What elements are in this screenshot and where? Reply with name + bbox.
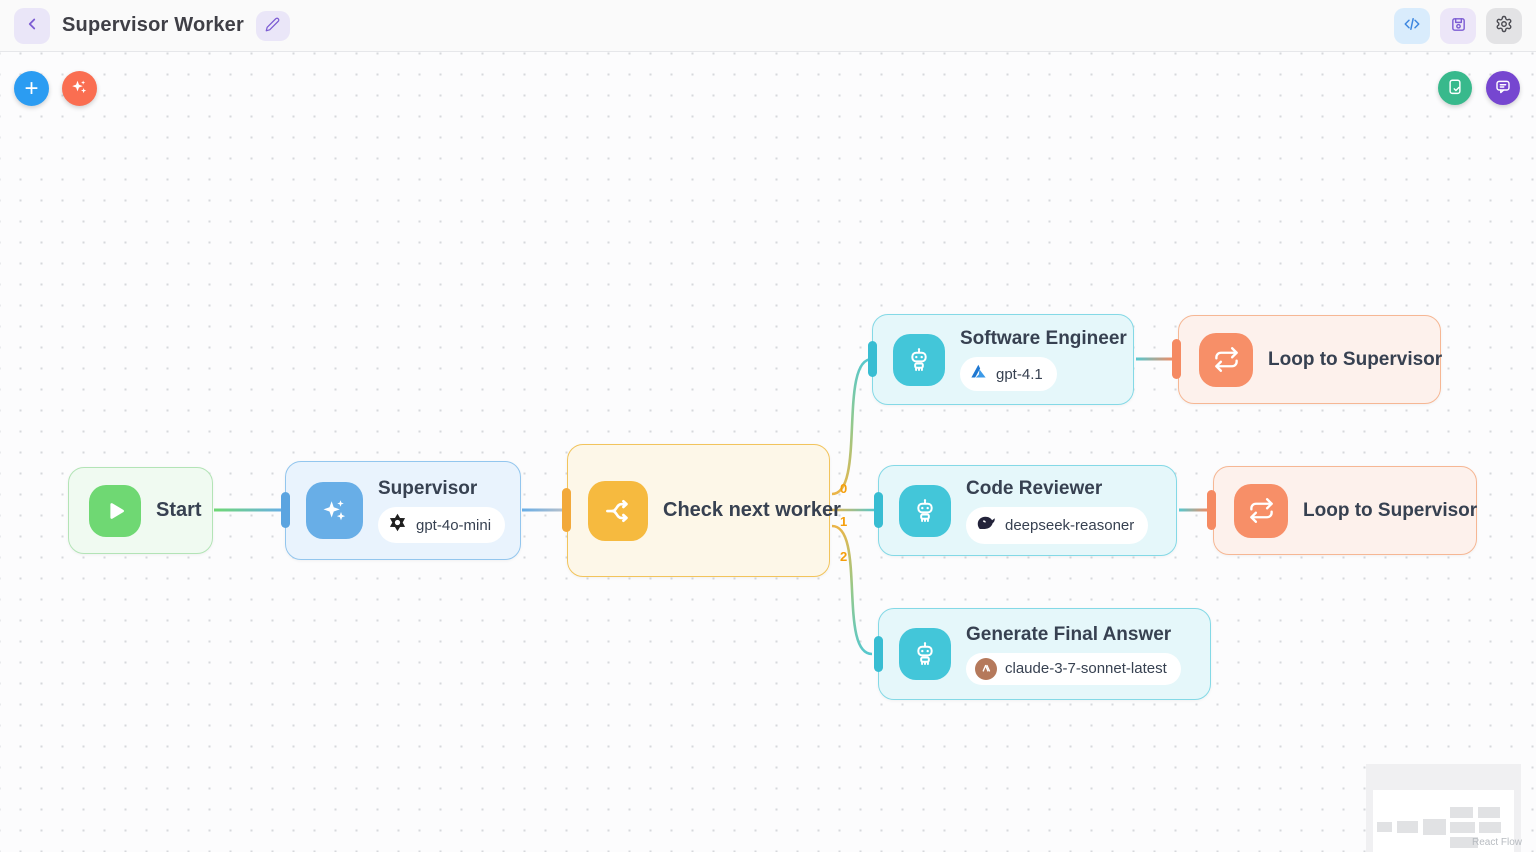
add-node-button[interactable]: + (14, 71, 49, 106)
doc-check-icon (1446, 78, 1464, 99)
minimap-node (1450, 807, 1473, 818)
node-start-title: Start (156, 499, 202, 521)
chat-icon (1494, 78, 1512, 99)
settings-button[interactable] (1486, 7, 1522, 44)
handle-software-engineer-in[interactable] (868, 341, 877, 377)
node-supervisor-title: Supervisor (378, 478, 478, 499)
repeat-icon (1199, 332, 1253, 387)
node-check-next-worker[interactable]: Check next worker (567, 444, 841, 577)
top-bar-left: Supervisor Worker (14, 7, 290, 44)
node-loop-top-title: Loop to Supervisor (1268, 348, 1443, 370)
model-pill: gpt-4o-mini (378, 507, 506, 543)
minimap[interactable] (1366, 764, 1521, 852)
branch-label-0: 0 (840, 481, 848, 496)
deepseek-logo (975, 512, 997, 539)
node-loop-bottom-title: Loop to Supervisor (1303, 499, 1478, 521)
handle-code-reviewer-in[interactable] (874, 492, 883, 528)
node-start[interactable]: Start (68, 467, 213, 554)
branch-label-1: 1 (840, 514, 848, 529)
model-name: claude-3-7-sonnet-latest (1005, 660, 1167, 677)
top-bar-right (1394, 7, 1522, 44)
minimap-node (1450, 822, 1475, 833)
model-pill: claude-3-7-sonnet-latest (966, 652, 1181, 685)
robot-icon (899, 628, 951, 680)
model-pill: deepseek-reasoner (966, 506, 1149, 544)
flow-canvas[interactable]: + (0, 52, 1536, 852)
sparkles-icon (306, 482, 363, 539)
minimap-node (1450, 837, 1478, 848)
robot-icon (899, 484, 951, 537)
handle-loop-top-in[interactable] (1172, 339, 1181, 379)
top-bar: Supervisor Worker (0, 0, 1536, 52)
node-software-engineer-title: Software Engineer (960, 328, 1127, 349)
minimap-node (1423, 819, 1446, 835)
handle-check-in[interactable] (562, 488, 571, 532)
play-icon (89, 484, 141, 537)
react-flow-attribution: React Flow (1471, 837, 1522, 848)
model-name: gpt-4.1 (996, 365, 1043, 383)
pencil-icon (265, 17, 280, 35)
back-icon (23, 15, 41, 36)
node-loop-to-supervisor-top[interactable]: Loop to Supervisor (1178, 315, 1443, 404)
repeat-icon (1234, 483, 1288, 538)
branch-label-2: 2 (840, 549, 848, 564)
save-button[interactable] (1440, 7, 1476, 44)
chat-button[interactable] (1486, 71, 1520, 105)
plus-icon: + (24, 74, 39, 102)
node-code-reviewer[interactable]: Code Reviewer deepseek-reasoner (878, 465, 1177, 556)
azure-logo (969, 362, 988, 386)
ai-assistant-button[interactable] (62, 71, 97, 106)
handle-generate-final-in[interactable] (874, 636, 883, 672)
model-pill: gpt-4.1 (960, 357, 1057, 391)
page-title: Supervisor Worker (62, 14, 244, 36)
edge-check-software-engineer[interactable] (831, 357, 873, 496)
save-icon (1450, 16, 1467, 36)
model-name: deepseek-reasoner (1005, 516, 1135, 534)
edge-check-generate-final[interactable] (831, 524, 873, 656)
openai-logo (387, 512, 408, 538)
node-generate-final-answer[interactable]: Generate Final Answer claude-3-7-sonnet-… (878, 608, 1211, 700)
node-code-reviewer-title: Code Reviewer (966, 477, 1103, 499)
node-supervisor[interactable]: Supervisor gpt-4o-mini (285, 461, 521, 560)
minimap-node (1478, 807, 1500, 818)
edit-title-button[interactable] (255, 10, 290, 41)
gear-icon (1495, 15, 1513, 36)
run-results-button[interactable] (1438, 71, 1472, 105)
node-software-engineer[interactable]: Software Engineer gpt-4.1 (872, 314, 1134, 405)
model-name: gpt-4o-mini (416, 516, 492, 534)
view-code-button[interactable] (1394, 7, 1430, 44)
anthropic-logo (975, 657, 997, 680)
node-loop-to-supervisor-bottom[interactable]: Loop to Supervisor (1213, 466, 1477, 555)
node-check-next-worker-title: Check next worker (663, 499, 841, 521)
sparkles-icon (70, 78, 89, 100)
minimap-node (1479, 822, 1501, 833)
minimap-node (1377, 822, 1392, 832)
node-generate-final-answer-title: Generate Final Answer (966, 623, 1172, 645)
robot-icon (893, 333, 945, 386)
code-icon (1403, 15, 1421, 36)
handle-supervisor-in[interactable] (281, 492, 290, 528)
handle-loop-bottom-in[interactable] (1207, 490, 1216, 530)
split-icon (588, 480, 648, 541)
back-button[interactable] (14, 7, 50, 44)
minimap-node (1397, 821, 1418, 833)
